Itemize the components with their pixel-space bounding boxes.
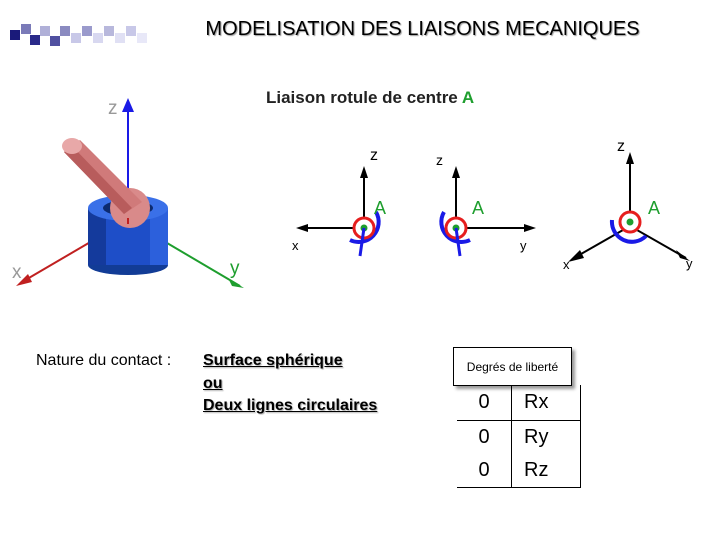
iso-axis-y-label: y (686, 256, 693, 271)
front-axis-z-label: z (370, 147, 378, 164)
corner-squares-decoration (10, 24, 147, 46)
side-axis-y-label: y (520, 238, 527, 253)
dof-translation-x: 0 (457, 385, 512, 421)
dof-translation-y: 0 (457, 420, 512, 454)
contact-nature-label: Nature du contact : (36, 352, 172, 369)
dof-header: Degrés de liberté (453, 347, 572, 386)
subtitle: Liaison rotule de centre A (266, 88, 474, 108)
dof-rotation-y: Ry (511, 420, 581, 454)
front-axis-x-label: x (292, 238, 299, 253)
contact-or: ou (203, 375, 223, 392)
table-row: 0 Rz (457, 454, 581, 488)
page-title: MODELISATION DES LIAISONS MECANIQUES (205, 18, 640, 40)
side-center-label: A (472, 198, 485, 218)
model-axis-y-label: y (230, 258, 240, 279)
iso-center-label: A (648, 198, 661, 218)
table-row: 0 Ry (457, 420, 581, 454)
side-view-symbol (439, 166, 536, 257)
dof-rotation-x: Rx (511, 385, 581, 421)
dof-table: 0 Rx 0 Ry 0 Rz (457, 385, 581, 488)
model-axis-x-label: x (12, 262, 22, 283)
dof-rotation-z: Rz (511, 454, 581, 488)
model-axis-z-label: z (108, 98, 118, 119)
iso-axis-x-label: x (563, 257, 570, 272)
contact-circular-lines: Deux lignes circulaires (203, 397, 378, 414)
side-axis-z-label: z (436, 152, 443, 168)
subtitle-center-letter: A (461, 88, 475, 107)
iso-axis-z-label: z (617, 138, 625, 155)
iso-view-symbol (568, 152, 690, 262)
front-center-label: A (374, 198, 387, 218)
table-row: 0 Rx (457, 385, 581, 421)
contact-surface: Surface sphérique (203, 352, 343, 369)
subtitle-text: Liaison rotule de centre (266, 88, 462, 107)
ball-joint-3d-illustration (16, 98, 244, 288)
front-view-symbol (296, 166, 381, 257)
dof-translation-z: 0 (457, 454, 512, 488)
